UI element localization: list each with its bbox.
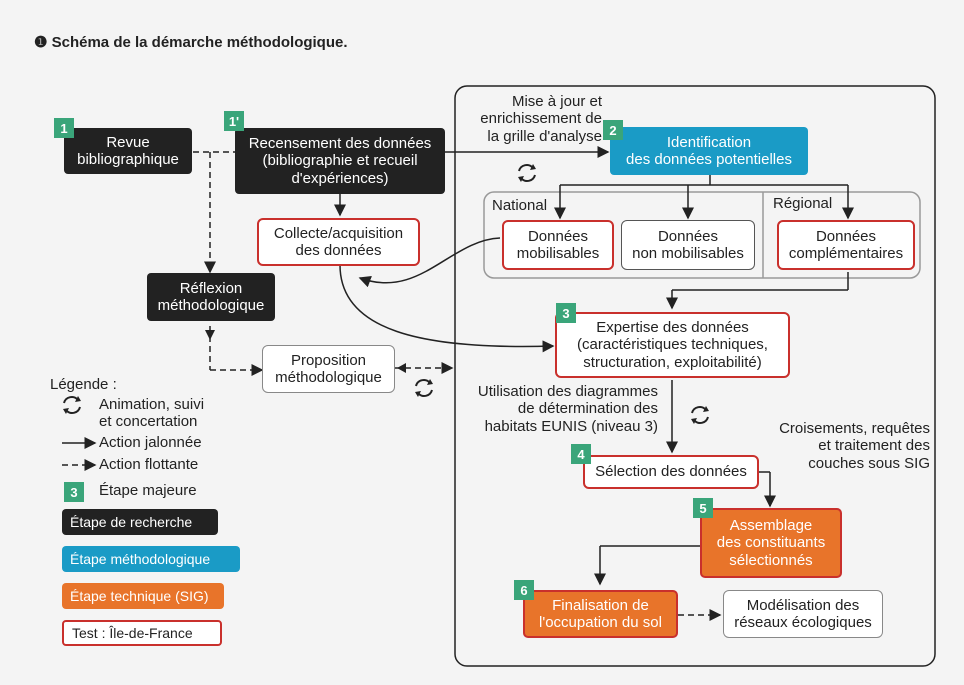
donnees-non-mobilisables: Données non mobilisables	[621, 220, 755, 270]
cycle-icon	[518, 164, 536, 182]
cycle-icon	[415, 379, 433, 397]
national-label: National	[492, 197, 548, 214]
regional-label: Régional	[773, 195, 833, 212]
legend-methodologique: Étape méthodologique	[62, 546, 240, 572]
figure-title: ❶ Schéma de la démarche méthodologique.	[34, 34, 348, 51]
step-badge: 2	[603, 120, 623, 140]
donnees-mobilisables: Données mobilisables	[502, 220, 614, 270]
legend-flottante: Action flottante	[99, 456, 199, 473]
legend-technique: Étape technique (SIG)	[62, 583, 224, 609]
step-badge: 1'	[224, 111, 244, 131]
link-reflexion-up	[205, 330, 215, 340]
step-badge: 6	[514, 580, 534, 600]
step-collecte: Collecte/acquisition des données	[257, 218, 420, 266]
link-mob-collecte	[358, 237, 501, 288]
legend-test: Test : Île-de-France	[62, 620, 222, 646]
step-badge: 4	[571, 444, 591, 464]
step-assemblage: Assemblage des constituants sélectionnés	[700, 508, 842, 578]
step-revue-bibliographique: Revue bibliographique	[64, 128, 192, 174]
step-finalisation: Finalisation de l'occupation du sol	[523, 590, 678, 638]
link-collecte-3	[339, 264, 555, 353]
utilisation-text: Utilisation des diagrammes de déterminat…	[477, 383, 658, 435]
legend-recherche: Étape de recherche	[62, 509, 218, 535]
step-selection: Sélection des données	[583, 455, 759, 489]
legend-step-badge: 3	[64, 482, 84, 502]
legend-jalonnee: Action jalonnée	[99, 434, 202, 451]
scope-frame	[483, 191, 921, 279]
legend-animation: Animation, suivi et concertation	[99, 396, 205, 431]
legend-etape-majeure: Étape majeure	[99, 482, 197, 499]
legend-title: Légende :	[50, 376, 117, 393]
link-proposition-back	[397, 363, 406, 373]
step-badge: 5	[693, 498, 713, 518]
step-proposition: Proposition méthodologique	[262, 345, 395, 393]
cycle-icon	[691, 406, 709, 424]
donnees-complementaires: Données complémentaires	[777, 220, 915, 270]
step-expertise: Expertise des données (caractéristiques …	[555, 312, 790, 378]
step-recensement: Recensement des données (bibliographie e…	[235, 128, 445, 194]
step-badge: 3	[556, 303, 576, 323]
step-reflexion: Réflexion méthodologique	[147, 273, 275, 321]
step-badge: 1	[54, 118, 74, 138]
process-frame	[454, 85, 936, 667]
croisements-text: Croisements, requêtes et traitement des …	[779, 420, 930, 472]
mise-a-jour-text: Mise à jour et enrichissement de la gril…	[480, 93, 602, 145]
cycle-icon	[63, 396, 81, 414]
step-modelisation: Modélisation des réseaux écologiques	[723, 590, 883, 638]
step-identification: Identification des données potentielles	[610, 127, 808, 175]
